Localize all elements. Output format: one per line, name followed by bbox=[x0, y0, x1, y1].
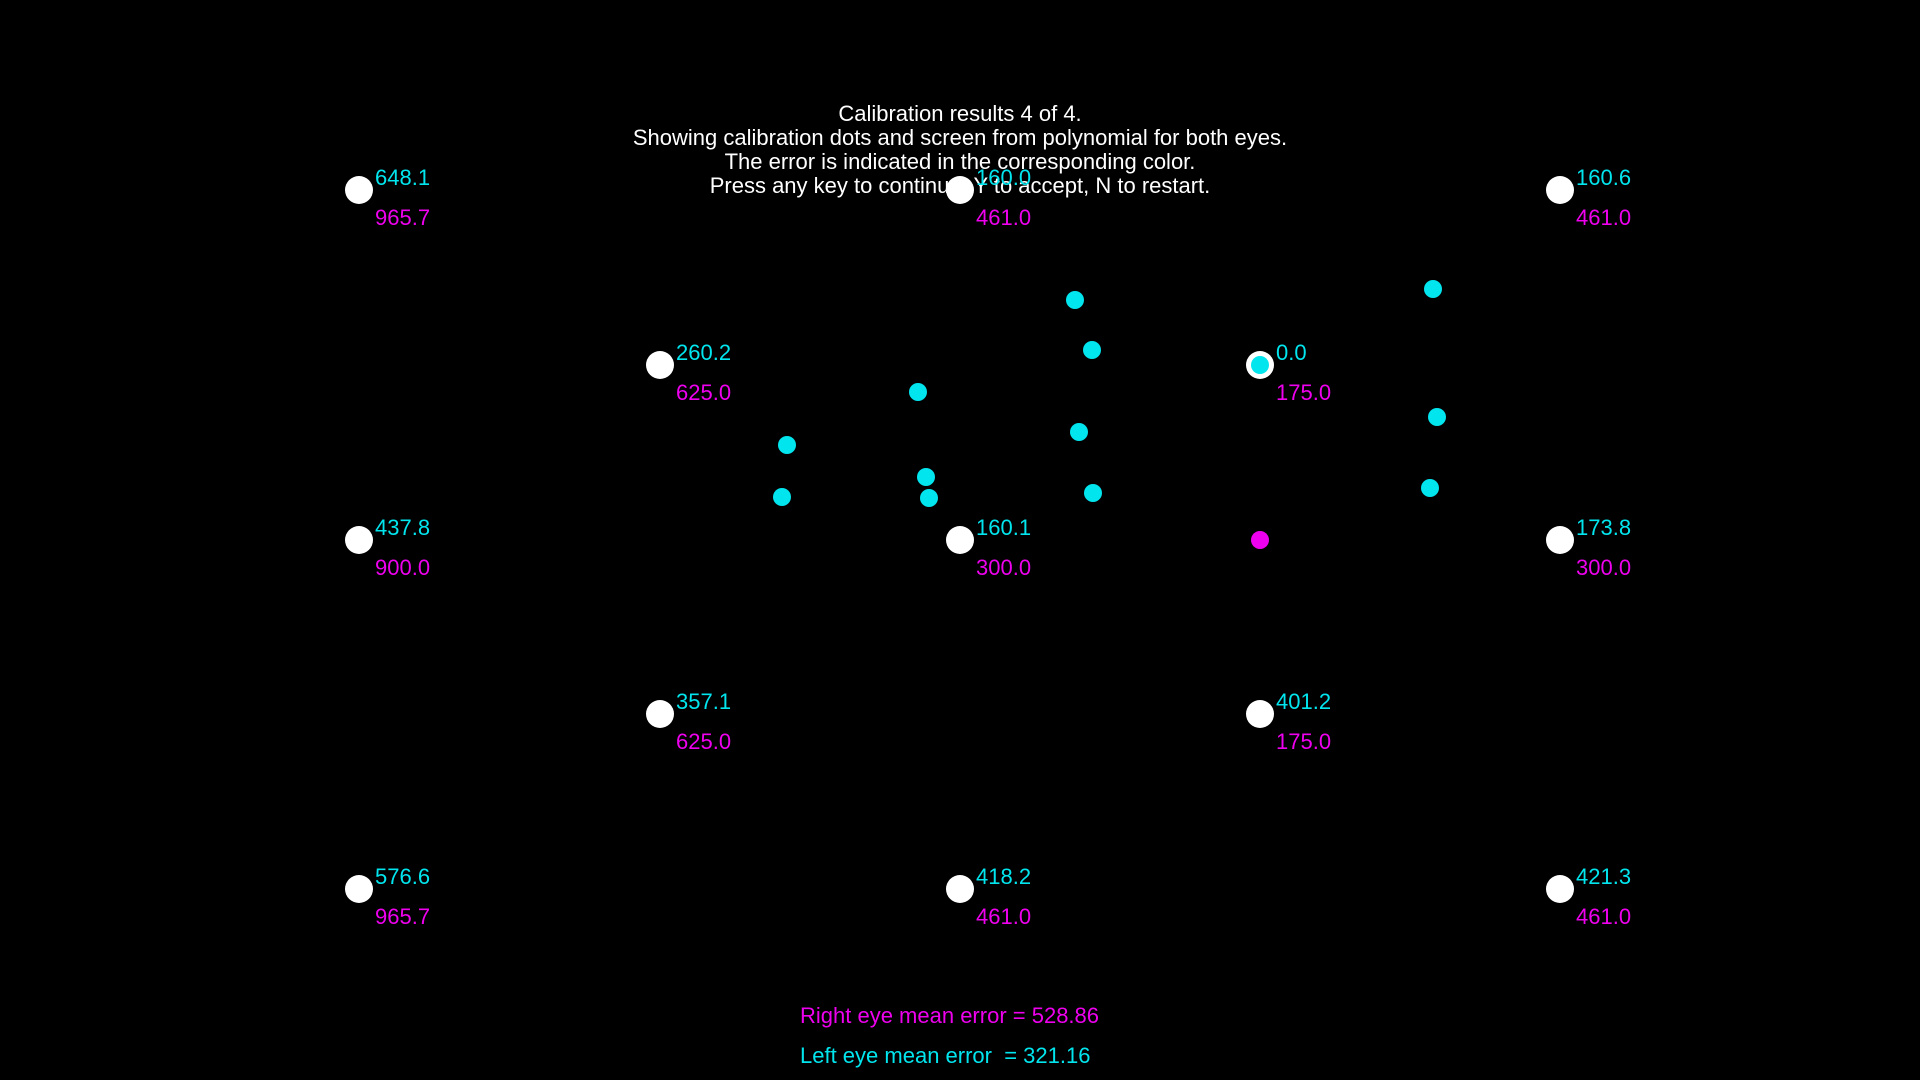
left-eye-error-label: 648.1 bbox=[375, 165, 431, 190]
left-eye-error-label: 357.1 bbox=[676, 689, 732, 714]
left-eye-gaze-point bbox=[917, 468, 935, 486]
calibration-target bbox=[1546, 526, 1574, 554]
right-eye-error-label: 900.0 bbox=[375, 555, 431, 580]
left-eye-error-label: 260.2 bbox=[676, 340, 732, 365]
left-eye-gaze-point bbox=[1070, 423, 1088, 441]
left-eye-gaze-point bbox=[1083, 341, 1101, 359]
right-eye-error-label: 461.0 bbox=[1576, 205, 1632, 230]
right-eye-gaze-point bbox=[1251, 531, 1269, 549]
left-eye-gaze-point bbox=[909, 383, 927, 401]
calibration-target bbox=[1546, 875, 1574, 903]
header-line-1: Calibration results 4 of 4. bbox=[838, 101, 1082, 126]
right-eye-error-label: 965.7 bbox=[375, 205, 431, 230]
calibration-target bbox=[345, 875, 373, 903]
header-line-2: Showing calibration dots and screen from… bbox=[632, 125, 1288, 150]
left-eye-gaze-point bbox=[1428, 408, 1446, 426]
calibration-target bbox=[646, 700, 674, 728]
left-eye-error-label: 160.6 bbox=[1576, 165, 1632, 190]
header-line-4: Press any key to continue, Y to accept, … bbox=[709, 173, 1211, 198]
right-eye-error-label: 965.7 bbox=[375, 904, 431, 929]
left-eye-error-label: 401.2 bbox=[1276, 689, 1332, 714]
calibration-target bbox=[946, 526, 974, 554]
calibration-target bbox=[1546, 176, 1574, 204]
instructions-text: Calibration results 4 of 4. Showing cali… bbox=[0, 102, 1920, 198]
right-eye-error-label: 300.0 bbox=[976, 555, 1032, 580]
left-eye-gaze-point bbox=[773, 488, 791, 506]
left-eye-error-label: 576.6 bbox=[375, 864, 431, 889]
left-eye-gaze-point bbox=[1251, 356, 1269, 374]
right-eye-error-label: 300.0 bbox=[1576, 555, 1632, 580]
right-eye-error-label: 461.0 bbox=[976, 904, 1032, 929]
calibration-target bbox=[946, 875, 974, 903]
calibration-target bbox=[646, 351, 674, 379]
left-eye-gaze-point bbox=[920, 489, 938, 507]
right-eye-error-label: 175.0 bbox=[1276, 380, 1332, 405]
right-eye-error-label: 175.0 bbox=[1276, 729, 1332, 754]
left-eye-gaze-point bbox=[1084, 484, 1102, 502]
left-eye-error-label: 437.8 bbox=[375, 515, 431, 540]
left-eye-error-label: 160.1 bbox=[976, 515, 1032, 540]
left-eye-error-label: 0.0 bbox=[1276, 340, 1307, 365]
right-eye-error-label: 625.0 bbox=[676, 380, 732, 405]
left-eye-gaze-point bbox=[1421, 479, 1439, 497]
calibration-target bbox=[1246, 700, 1274, 728]
left-eye-error-label: 418.2 bbox=[976, 864, 1032, 889]
right-eye-error-label: 625.0 bbox=[676, 729, 732, 754]
left-eye-gaze-point bbox=[778, 436, 796, 454]
calibration-target bbox=[946, 176, 974, 204]
left-eye-error-label: 173.8 bbox=[1576, 515, 1632, 540]
left-eye-error-label: 160.0 bbox=[976, 165, 1032, 190]
calibration-target bbox=[345, 176, 373, 204]
header-line-3: The error is indicated in the correspond… bbox=[724, 149, 1196, 174]
calibration-target bbox=[345, 526, 373, 554]
left-eye-gaze-point bbox=[1424, 280, 1442, 298]
left-eye-gaze-point bbox=[1066, 291, 1084, 309]
left-eye-error-label: 421.3 bbox=[1576, 864, 1632, 889]
mean-error-summary: Right eye mean error = 528.86 Left eye m… bbox=[800, 996, 1099, 1076]
right-eye-mean-error: Right eye mean error = 528.86 bbox=[800, 1003, 1100, 1028]
left-eye-mean-error: Left eye mean error = 321.16 bbox=[800, 1043, 1091, 1068]
right-eye-error-label: 461.0 bbox=[1576, 904, 1632, 929]
right-eye-error-label: 461.0 bbox=[976, 205, 1032, 230]
